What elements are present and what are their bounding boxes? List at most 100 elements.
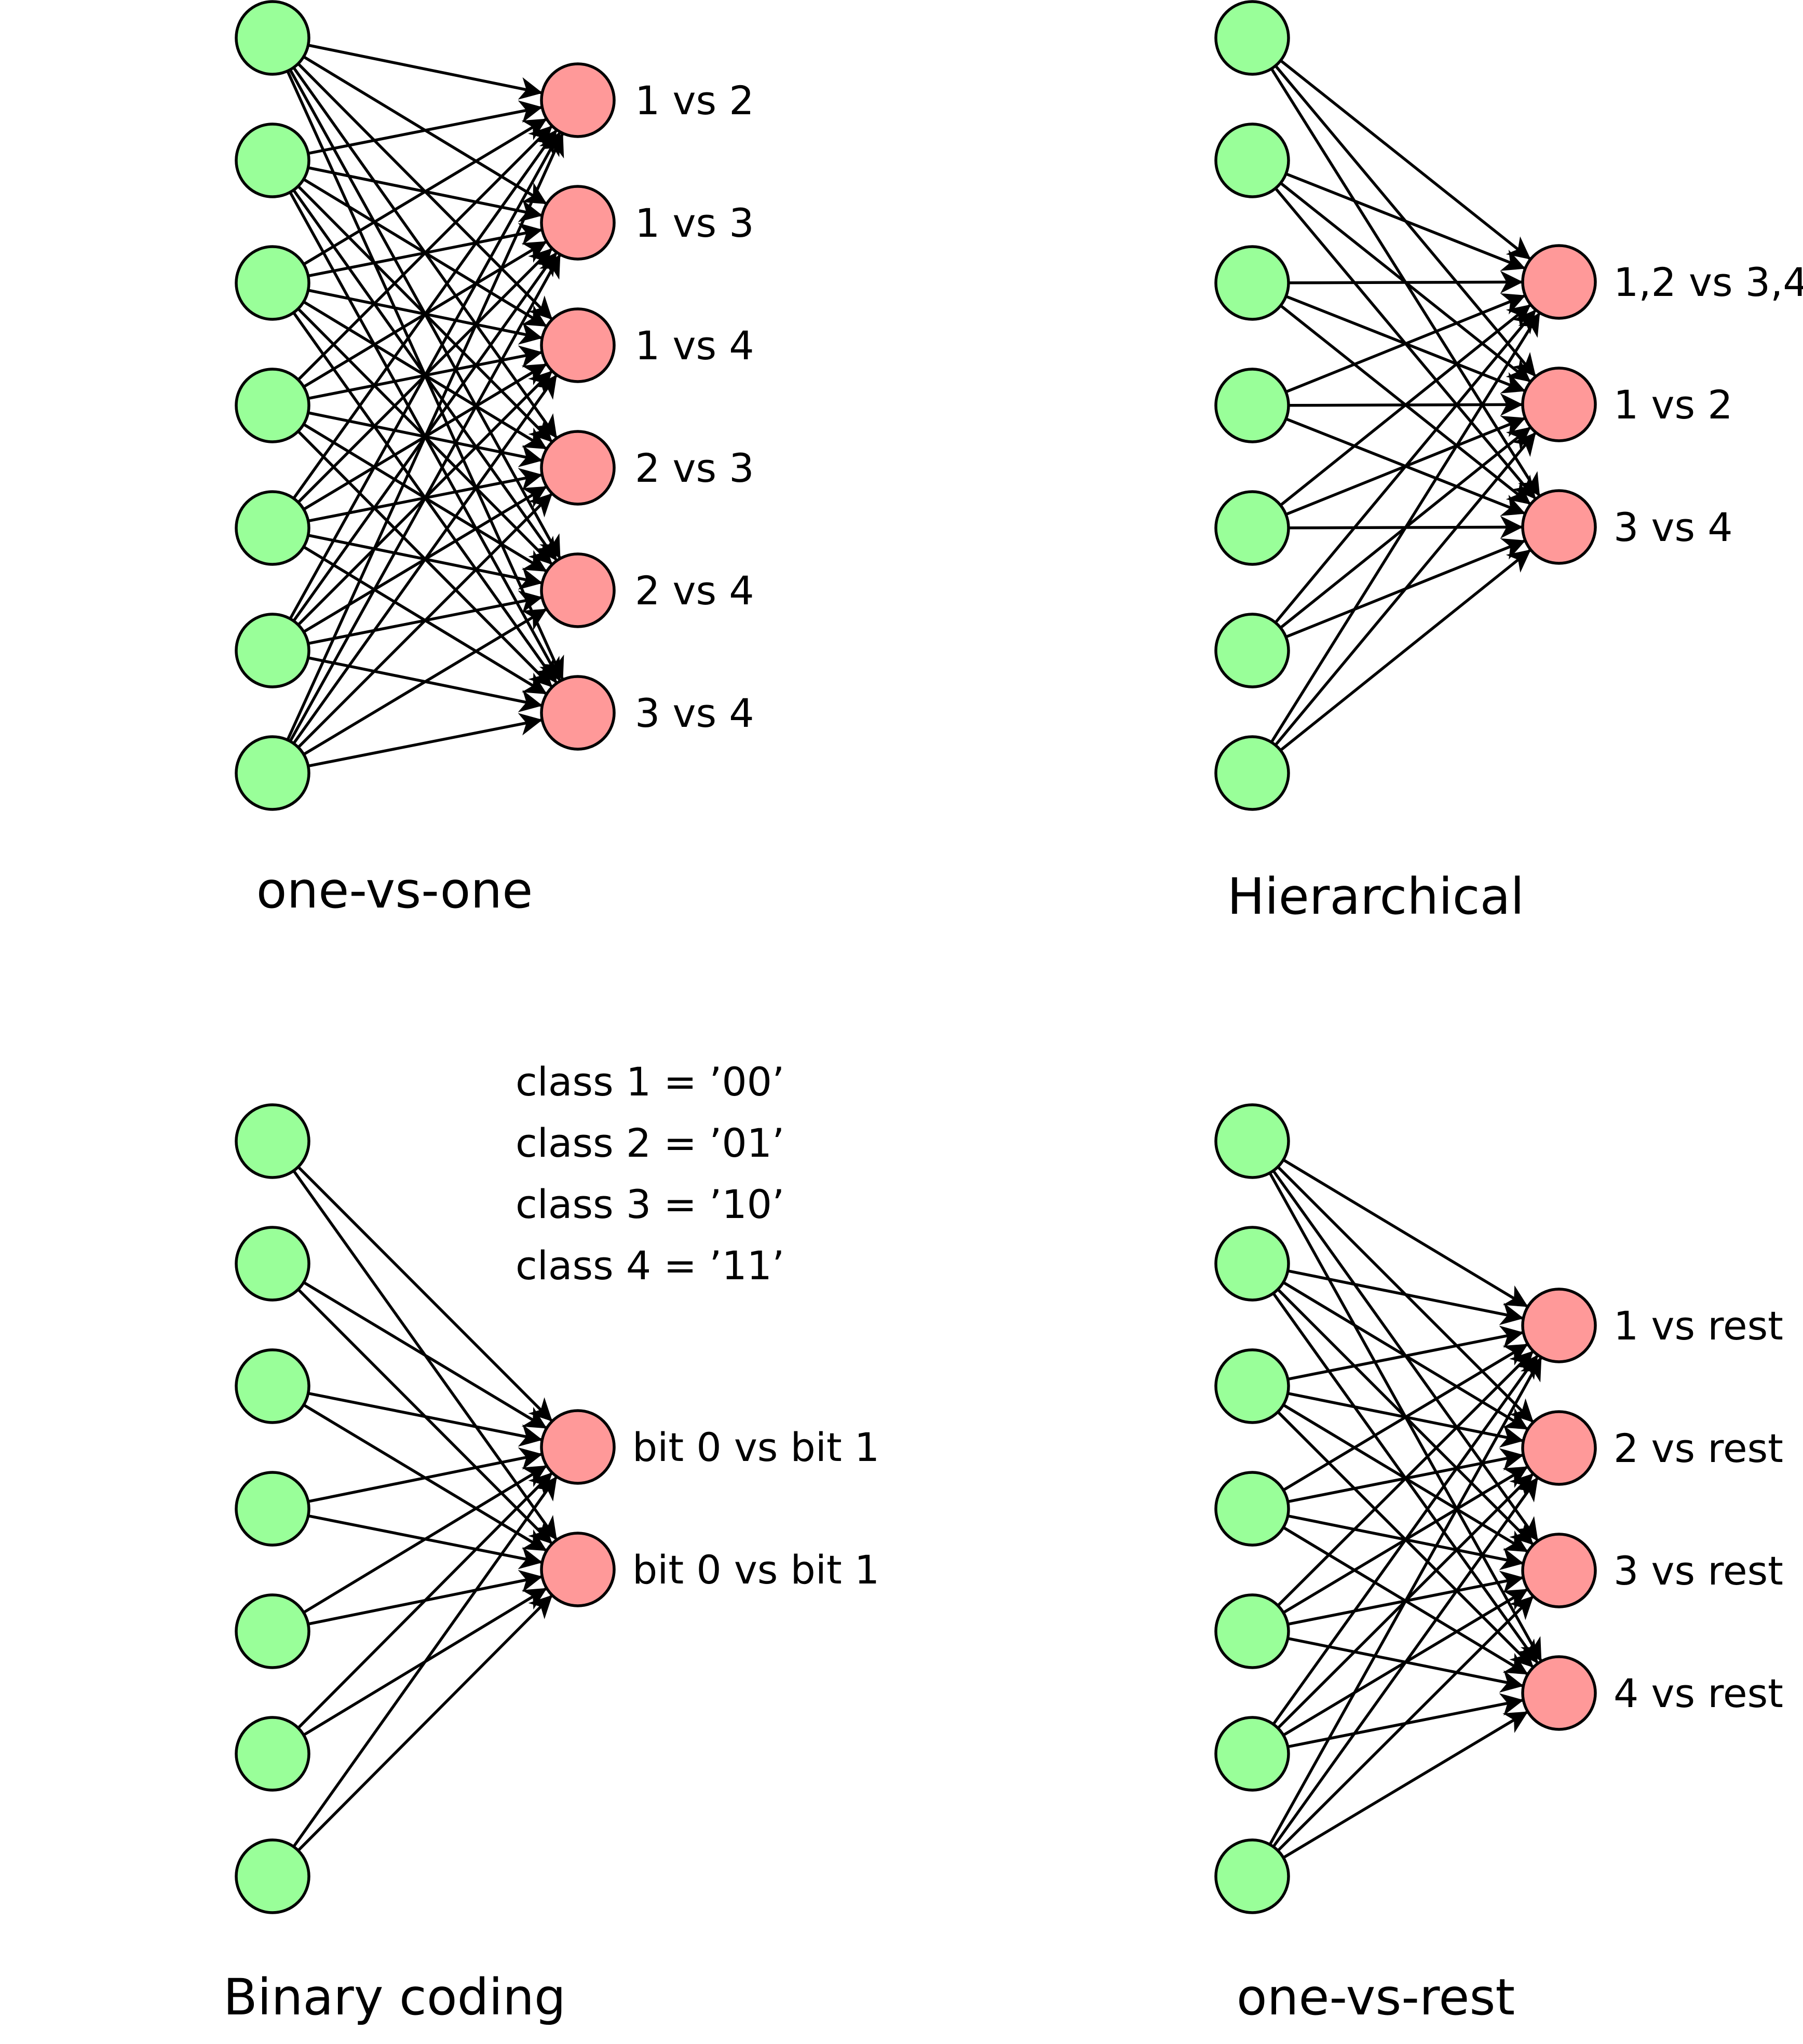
connection-edge [297, 1166, 553, 1422]
output-node-label: 1 vs 2 [635, 77, 754, 124]
output-node-label: bit 0 vs bit 1 [632, 1424, 879, 1470]
output-node-label: 1 vs 2 [1614, 382, 1733, 428]
edges-one-vs-rest [1268, 1158, 1542, 1859]
connection-edge [1279, 549, 1531, 752]
panel-hierarchical: 1,2 vs 3,41 vs 23 vs 4 Hierarchical [1214, 0, 1803, 926]
input-node [235, 1471, 310, 1547]
input-layer-binary-coding [235, 1103, 310, 1914]
output-node-label: 3 vs 4 [635, 690, 754, 736]
edges-binary-coding [292, 1166, 558, 1852]
connection-edge [297, 125, 553, 381]
input-node [1214, 1471, 1290, 1547]
output-node-label: 1,2 vs 3,4 [1614, 259, 1803, 305]
output-node [1521, 244, 1597, 320]
output-node [540, 62, 616, 138]
output-node-label: 2 vs 4 [635, 567, 754, 614]
input-node [1214, 123, 1290, 198]
output-node-label: bit 0 vs bit 1 [632, 1547, 879, 1593]
input-node [235, 735, 310, 811]
connection-edge [1280, 59, 1531, 260]
output-node-label: 1 vs 3 [635, 200, 754, 246]
connection-edge [308, 1447, 543, 1503]
connection-edge [1272, 1477, 1539, 1848]
output-node [1521, 1655, 1597, 1731]
class-encoding-note: class 3 = ’10’ [516, 1181, 784, 1227]
connection-edge [1282, 1343, 1528, 1492]
output-node [540, 552, 616, 628]
output-layer-hierarchical: 1,2 vs 3,41 vs 23 vs 4 [1521, 244, 1803, 565]
input-layer-one-vs-rest [1214, 1103, 1290, 1914]
panel-one-vs-one: 1 vs 21 vs 31 vs 42 vs 32 vs 43 vs 4 one… [235, 0, 754, 919]
connection-edge [308, 1391, 543, 1447]
input-node [1214, 1348, 1290, 1424]
input-node [235, 123, 310, 198]
connection-edge [1272, 1355, 1539, 1725]
connection-edge [1287, 1325, 1524, 1381]
connection-edge [308, 100, 543, 155]
connection-edge [1279, 304, 1531, 507]
connection-edge [1274, 309, 1537, 624]
input-node [1214, 735, 1290, 811]
input-node [235, 1716, 310, 1792]
connection-edge [289, 254, 561, 742]
input-node [1214, 0, 1290, 76]
output-node-label: 3 vs rest [1614, 1548, 1783, 1594]
input-layer-one-vs-one [235, 0, 310, 811]
input-node [1214, 1226, 1290, 1302]
input-node [1214, 1838, 1290, 1914]
connection-edge [289, 131, 561, 620]
connection-edge [292, 129, 558, 499]
input-node [1214, 613, 1290, 688]
connection-edge [297, 493, 553, 749]
output-node [1521, 367, 1597, 442]
connection-edge [292, 1476, 558, 1848]
output-node [540, 1409, 616, 1485]
edges-one-vs-one [286, 44, 564, 768]
connection-edge [1282, 1711, 1528, 1859]
panel-title-hierarchical: Hierarchical [1227, 868, 1524, 926]
input-node [235, 613, 310, 688]
connection-edge [303, 1465, 547, 1614]
output-node [540, 1532, 616, 1607]
output-node [540, 307, 616, 383]
panel-title-binary-coding: Binary coding [223, 1968, 566, 2026]
class-encoding-note: class 2 = ’01’ [516, 1120, 784, 1166]
connection-edge [1288, 270, 1523, 294]
connection-edge [1270, 312, 1541, 743]
output-node [1521, 1410, 1597, 1486]
output-node [540, 675, 616, 751]
input-node [1214, 368, 1290, 443]
connection-edge [1285, 293, 1526, 394]
output-node [1521, 1533, 1597, 1608]
input-node [235, 490, 310, 566]
input-node [1214, 1103, 1290, 1179]
class-encoding-note: class 1 = ’00’ [516, 1059, 784, 1105]
edges-hierarchical [1270, 59, 1541, 752]
connection-edge [297, 1472, 553, 1729]
panel-title-one-vs-one: one-vs-one [256, 861, 533, 919]
connection-edge [1274, 432, 1537, 746]
connection-edge [308, 713, 543, 768]
output-node [1521, 489, 1597, 565]
input-node [1214, 490, 1290, 566]
connection-edge [1282, 1158, 1528, 1308]
connection-edge [1287, 1269, 1524, 1325]
connection-edge [303, 608, 547, 756]
connection-edge [1277, 1350, 1534, 1607]
input-node [235, 0, 310, 76]
panel-title-one-vs-rest: one-vs-rest [1237, 1968, 1515, 2026]
input-node [1214, 1716, 1290, 1792]
output-node-label: 4 vs rest [1614, 1670, 1783, 1716]
output-layer-one-vs-one: 1 vs 21 vs 31 vs 42 vs 32 vs 43 vs 4 [540, 62, 754, 751]
connection-edge [1277, 1595, 1534, 1852]
input-node [235, 245, 310, 321]
class-encoding-note: class 4 = ’11’ [516, 1242, 784, 1289]
connection-edge [292, 374, 558, 744]
output-node-label: 1 vs 4 [635, 322, 754, 369]
input-node [1214, 245, 1290, 321]
output-node [1521, 1288, 1597, 1363]
connection-edge [303, 118, 547, 266]
